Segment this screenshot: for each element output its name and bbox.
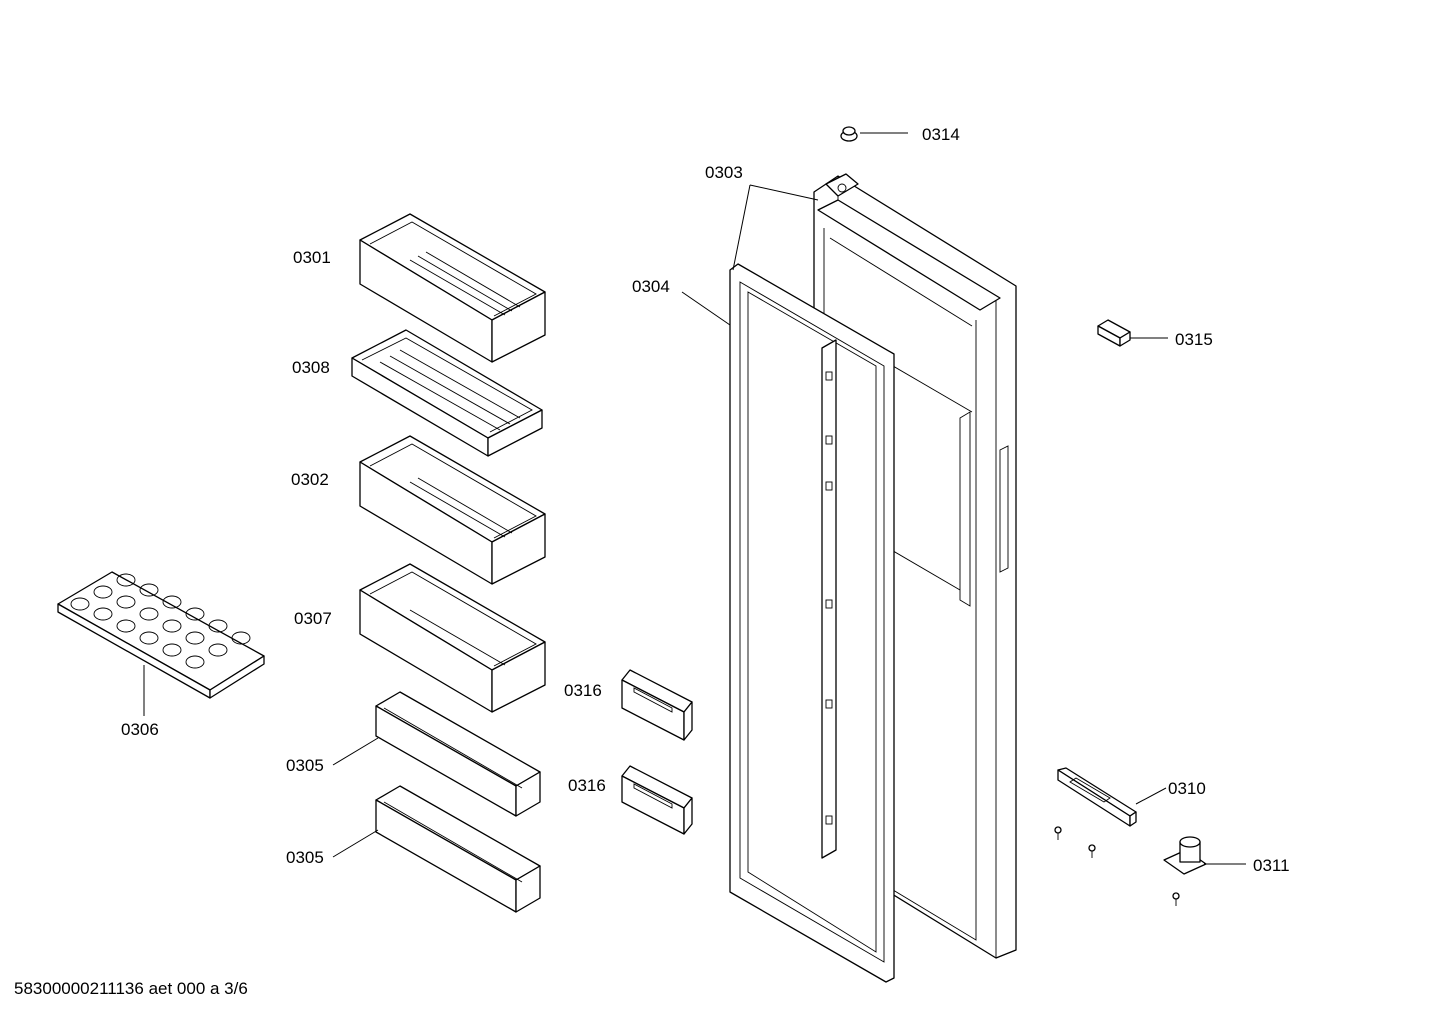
door-shelf-0302 bbox=[359, 435, 546, 585]
label-0316-upper: 0316 bbox=[564, 681, 602, 700]
bottle-shelf-0305-upper bbox=[375, 691, 541, 817]
label-0305-upper: 0305 bbox=[286, 756, 324, 775]
hinge-0310 bbox=[1057, 767, 1137, 827]
label-0314: 0314 bbox=[922, 125, 960, 144]
bottle-shelf-0305-lower bbox=[375, 785, 541, 913]
label-0310: 0310 bbox=[1168, 779, 1206, 798]
screw-a bbox=[1054, 826, 1062, 840]
block-0315 bbox=[1097, 319, 1131, 347]
label-0308: 0308 bbox=[292, 358, 330, 377]
drawing-reference: 58300000211136 aet 000 a 3/6 bbox=[14, 979, 248, 998]
leader-lines bbox=[143, 132, 1246, 865]
label-0316-lower: 0316 bbox=[568, 776, 606, 795]
screw-c bbox=[1172, 892, 1180, 906]
label-0302: 0302 bbox=[291, 470, 329, 489]
cover-0316-lower bbox=[621, 765, 693, 835]
label-0306: 0306 bbox=[121, 720, 159, 739]
egg-tray-0306 bbox=[57, 571, 265, 699]
label-0303: 0303 bbox=[705, 163, 743, 182]
label-0311: 0311 bbox=[1253, 856, 1290, 875]
cover-0316-upper bbox=[621, 669, 693, 741]
door-shelf-0301 bbox=[359, 213, 546, 363]
door-shelf-0307 bbox=[359, 563, 546, 713]
label-0304: 0304 bbox=[632, 277, 670, 296]
door-gasket-0304 bbox=[729, 263, 895, 983]
screw-b bbox=[1088, 844, 1096, 858]
label-0315: 0315 bbox=[1175, 330, 1213, 349]
door-shelf-0308 bbox=[351, 329, 543, 457]
label-0305-lower: 0305 bbox=[286, 848, 324, 867]
label-0307: 0307 bbox=[294, 609, 332, 628]
label-0301: 0301 bbox=[293, 248, 331, 267]
hinge-pin-0311 bbox=[1163, 836, 1207, 875]
plug-0314 bbox=[840, 126, 858, 142]
